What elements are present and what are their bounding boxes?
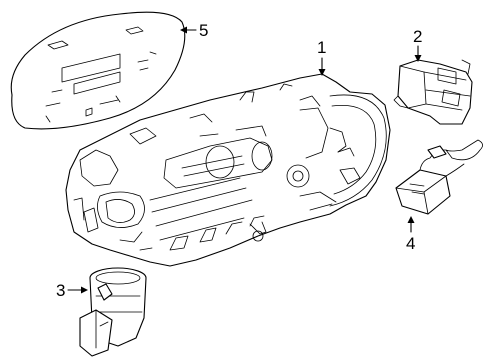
callout-3: 3 bbox=[56, 281, 65, 300]
part-1-control-assembly bbox=[65, 73, 391, 267]
part-4-harness-connector bbox=[395, 139, 483, 215]
callout-2: 2 bbox=[413, 27, 422, 46]
part-2-switch-module bbox=[393, 59, 473, 125]
callout-4: 4 bbox=[406, 234, 415, 253]
callout-1: 1 bbox=[317, 38, 326, 57]
callout-leaders bbox=[67, 26, 422, 294]
part-3-knob bbox=[79, 267, 147, 357]
callout-5: 5 bbox=[199, 21, 208, 40]
part-5-lens bbox=[10, 11, 186, 130]
